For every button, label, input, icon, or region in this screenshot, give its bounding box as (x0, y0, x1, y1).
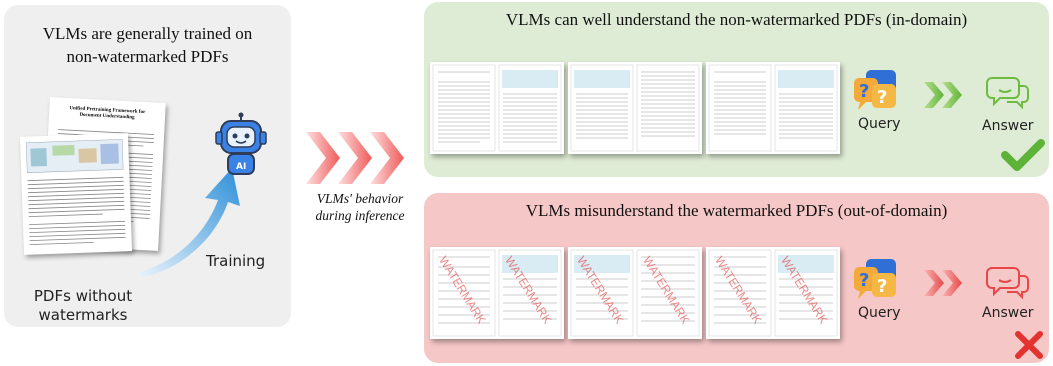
query-bubbles-icon: ? ? (854, 70, 896, 110)
answer-bubble-icon (986, 77, 1029, 110)
pdf-page-content (708, 249, 838, 337)
top-query-label: Query (858, 116, 901, 132)
pdf-label-line2: watermarks (38, 306, 128, 324)
watermarked-pdf-page-1: WATERMARK WATERMARK (430, 247, 564, 339)
checkmark-icon (1001, 139, 1045, 171)
svg-text:?: ? (859, 270, 869, 291)
watermarked-pdf-page-3: WATERMARK WATERMARK (706, 247, 840, 339)
pdf-page-content (570, 64, 700, 152)
clean-pdf-page-2 (568, 62, 702, 154)
pdf-page-content (708, 64, 838, 152)
robot-icon: AI (215, 112, 267, 175)
pdf-page-content (432, 249, 562, 337)
svg-text:?: ? (877, 87, 887, 108)
training-title-line1: VLMs are generally trained on (42, 24, 253, 43)
clean-pdf-page-1 (430, 62, 564, 154)
query-bubbles-icon: ? ? (854, 259, 896, 299)
bottom-query-label: Query (858, 305, 901, 321)
training-label: Training (206, 252, 266, 270)
answer-bubble-icon (986, 267, 1029, 300)
top-answer-label: Answer (982, 118, 1034, 134)
behavior-line2: during inference (315, 208, 405, 223)
out-of-domain-title: VLMs misunderstand the watermarked PDFs … (525, 201, 948, 220)
svg-text:AI: AI (236, 162, 246, 172)
curved-arrow-icon (140, 168, 240, 278)
training-doc-front (19, 133, 133, 255)
behavior-line1: VLMs' behavior (316, 191, 404, 206)
watermarked-pdf-page-2: WATERMARK WATERMARK (568, 247, 702, 339)
bottom-answer-label: Answer (982, 305, 1034, 321)
clean-pdf-page-3 (706, 62, 840, 154)
svg-text:?: ? (859, 81, 869, 102)
training-title-line2: non-watermarked PDFs (66, 47, 229, 66)
cross-icon (1015, 331, 1043, 359)
svg-text:?: ? (877, 276, 887, 297)
doc-front-content (25, 139, 126, 246)
training-panel-title: VLMs are generally trained on non-waterm… (4, 22, 291, 68)
chevron-arrows-icon (306, 132, 404, 184)
in-domain-title: VLMs can well understand the non-waterma… (505, 10, 968, 29)
red-chevron-arrows-icon (924, 270, 962, 296)
inference-behavior-label: VLMs' behavior during inference (296, 190, 424, 224)
pdf-page-content (570, 249, 700, 337)
pdf-without-watermarks-label: PDFs without watermarks (8, 287, 158, 325)
pdf-label-line1: PDFs without (33, 287, 133, 305)
green-chevron-arrows-icon (924, 82, 962, 108)
pdf-page-content (432, 64, 562, 152)
